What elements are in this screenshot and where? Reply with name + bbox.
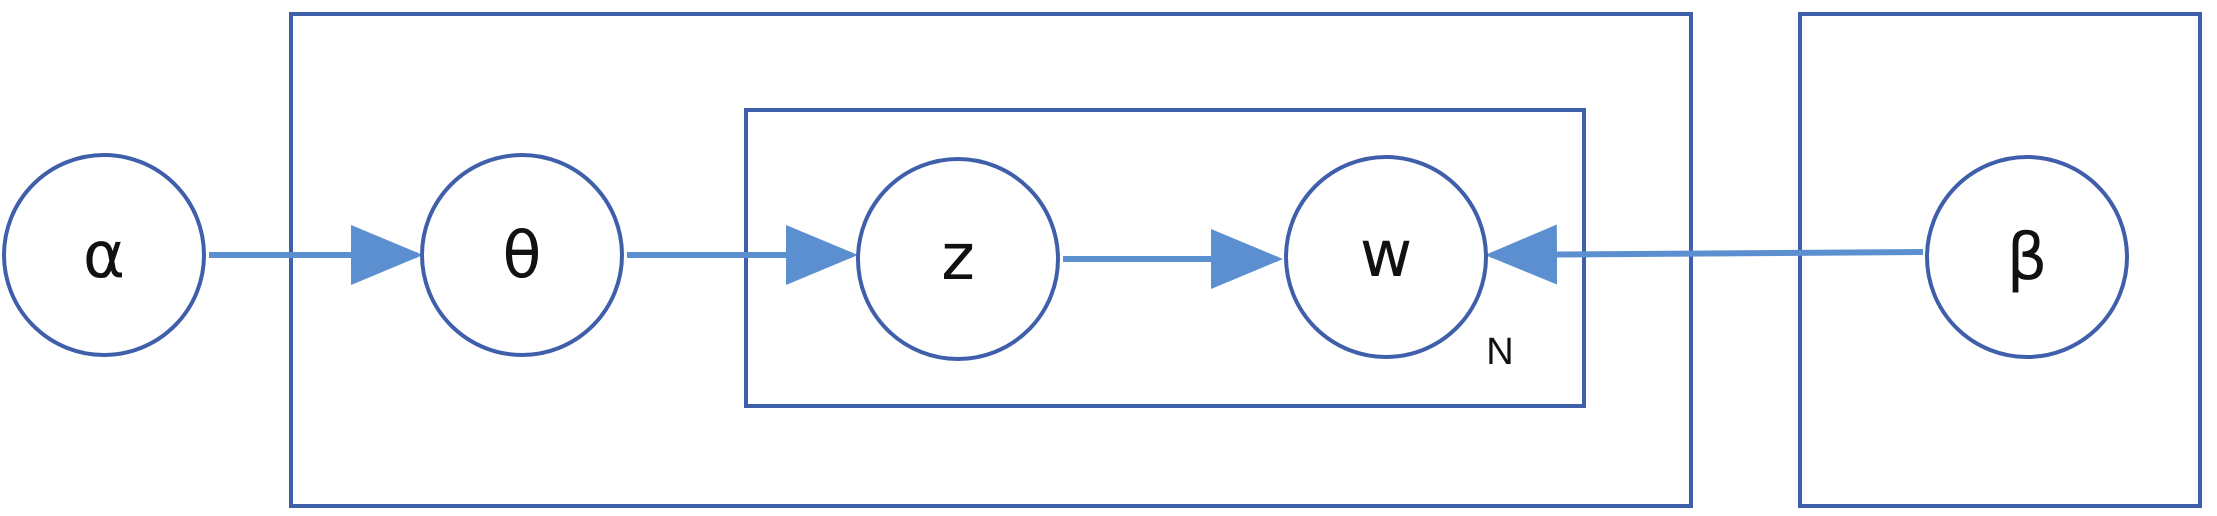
node-alpha: α [2,153,206,357]
node-w-label: w [1360,218,1412,292]
plate-n-label: N [1486,331,1513,373]
node-z-label: z [941,221,975,295]
beta-plate [1798,12,2202,508]
node-w: w [1284,155,1488,359]
node-beta-label: β [2007,221,2048,295]
node-z: z [856,157,1060,361]
node-theta: θ [420,153,624,357]
outer-plate [289,12,1693,508]
edge-beta-to-w [1485,224,1924,285]
node-beta: β [1925,155,2129,359]
node-theta-label: θ [502,219,541,293]
node-alpha-label: α [83,219,125,293]
